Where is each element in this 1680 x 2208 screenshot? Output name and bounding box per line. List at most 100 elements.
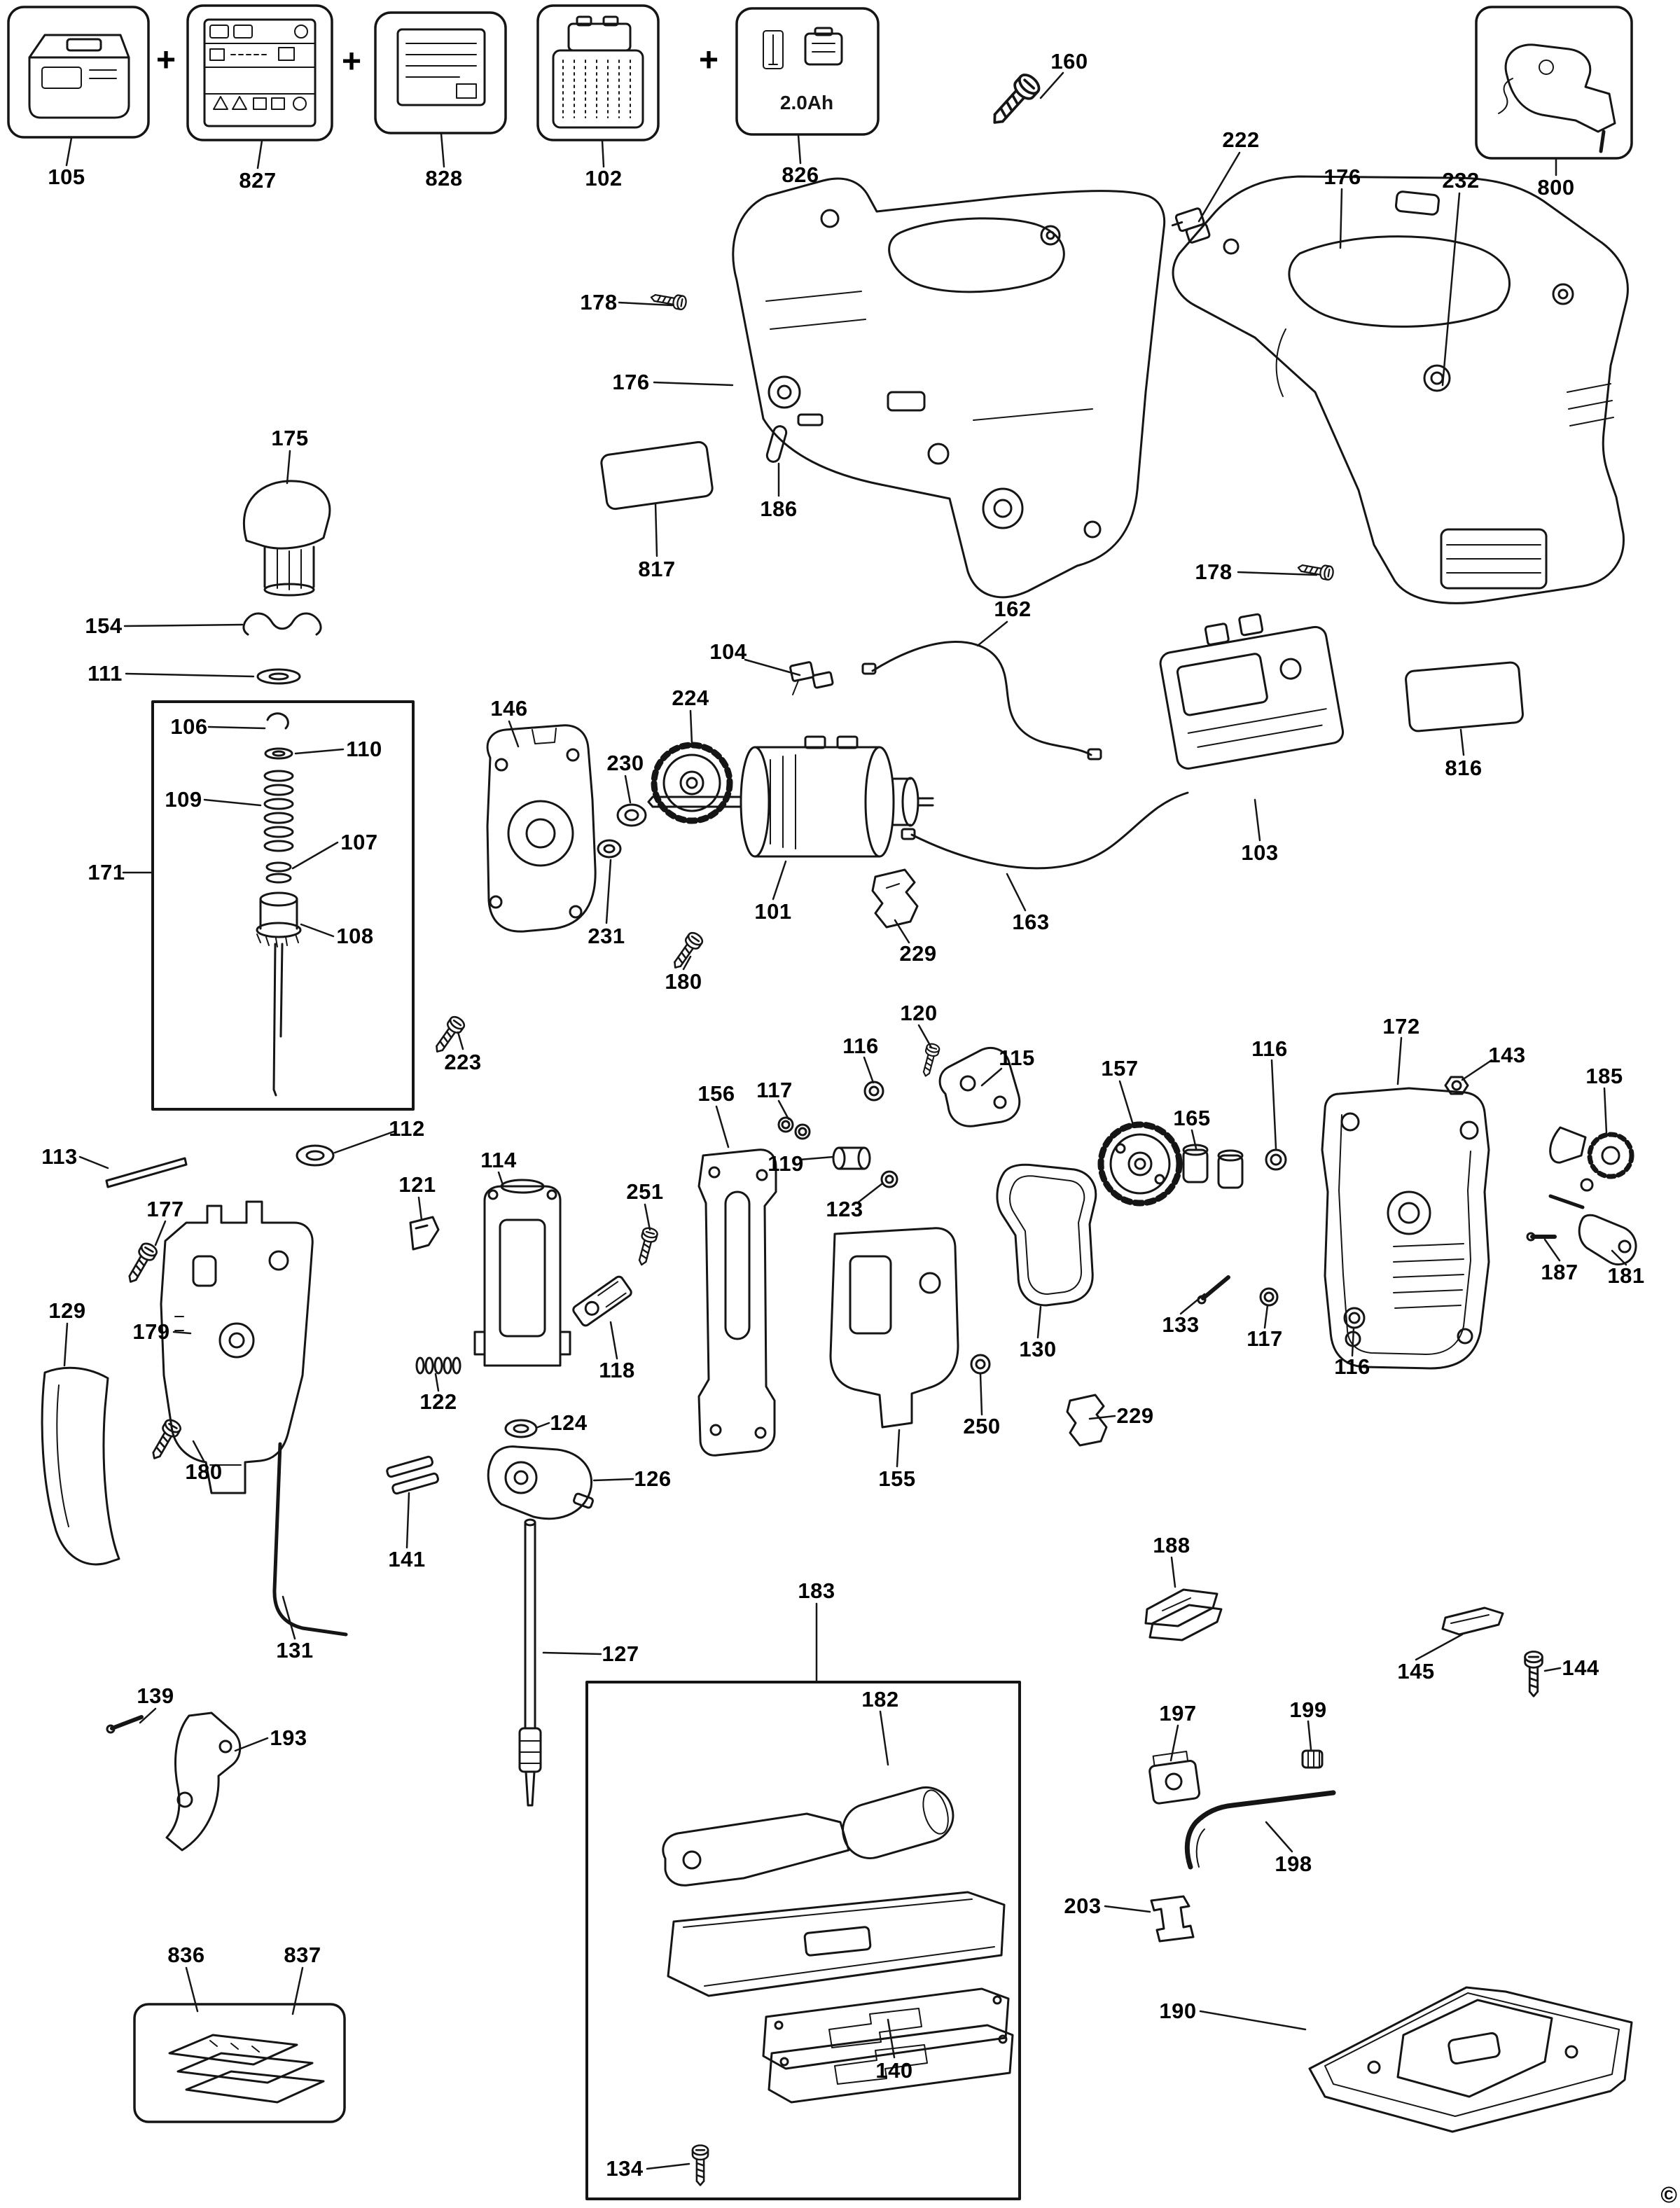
plate-118 — [572, 1275, 632, 1327]
assembly-box-183 — [585, 1681, 1021, 2200]
motor-101 — [647, 735, 934, 858]
charger-105 — [28, 34, 130, 119]
washer-111 — [256, 668, 301, 685]
pin-133 — [1197, 1275, 1230, 1305]
part-label-177: 177 — [146, 1197, 184, 1221]
battery-102 — [552, 15, 644, 129]
housing-left-176 — [732, 177, 1166, 599]
gear-157 — [1097, 1121, 1183, 1207]
spindle-assembly-171-parts — [256, 712, 302, 1097]
inner-housing-172 — [1321, 1087, 1490, 1370]
part-label-110: 110 — [346, 737, 382, 761]
pin-187 — [1526, 1232, 1557, 1242]
part-label-816: 816 — [1445, 756, 1483, 780]
lever-181 — [1578, 1214, 1637, 1265]
part-label-123: 123 — [826, 1197, 863, 1221]
gear-224 — [651, 742, 733, 824]
part-label-229-a: 229 — [899, 941, 937, 966]
pin-113 — [105, 1157, 188, 1188]
part-label-163: 163 — [1012, 910, 1050, 934]
rollers-165 — [1182, 1144, 1244, 1189]
sticker-816 — [1405, 661, 1524, 732]
pin-186 — [765, 425, 788, 463]
plate-115 — [938, 1047, 1021, 1127]
part-label-193: 193 — [270, 1726, 307, 1750]
ring-124 — [504, 1419, 538, 1438]
sticker-817 — [600, 440, 714, 511]
part-label-230: 230 — [606, 751, 644, 775]
part-label-121: 121 — [398, 1172, 436, 1197]
part-label-156: 156 — [697, 1081, 735, 1106]
part-label-126: 126 — [634, 1466, 672, 1491]
part-label-116-a: 116 — [842, 1034, 879, 1058]
part-label-111: 111 — [88, 661, 123, 686]
part-label-172: 172 — [1382, 1014, 1420, 1039]
part-label-120: 120 — [900, 1001, 938, 1025]
part-label-179: 179 — [132, 1319, 170, 1344]
part-label-250: 250 — [963, 1414, 1001, 1438]
kit-box-800 — [1475, 6, 1633, 160]
part-label-134: 134 — [606, 2156, 644, 2181]
blade-clamp-188 — [1144, 1588, 1223, 1641]
part-label-101: 101 — [754, 899, 792, 924]
part-label-837: 837 — [284, 1943, 321, 1967]
counterweight-156 — [697, 1148, 777, 1457]
part-label-155: 155 — [878, 1466, 916, 1491]
part-label-180-b: 180 — [185, 1459, 223, 1484]
clip-145 — [1441, 1606, 1504, 1636]
part-label-175: 175 — [271, 426, 309, 450]
part-label-160: 160 — [1050, 49, 1088, 74]
pin-139 — [106, 1715, 144, 1734]
bearing-112 — [296, 1144, 335, 1167]
part-label-828: 828 — [425, 166, 463, 190]
part-label-146: 146 — [490, 696, 528, 721]
plus-sign: + — [698, 41, 719, 79]
part-label-127: 127 — [602, 1641, 639, 1666]
roller-116-c — [1343, 1307, 1366, 1329]
part-label-224: 224 — [672, 686, 709, 710]
wire-162 — [861, 641, 1102, 761]
part-label-106: 106 — [170, 714, 208, 739]
bearing-119 — [832, 1146, 871, 1170]
part-label-112: 112 — [389, 1116, 425, 1141]
roller-116-a — [863, 1081, 884, 1102]
kit-box-827 — [186, 4, 333, 141]
part-label-176-left: 176 — [612, 370, 650, 394]
part-label-129: 129 — [48, 1298, 86, 1323]
part-label-186: 186 — [760, 497, 798, 521]
part-label-181: 181 — [1607, 1263, 1645, 1288]
part-label-103: 103 — [1241, 840, 1279, 865]
leader-lines — [63, 71, 1627, 2170]
part-label-826: 826 — [782, 162, 819, 187]
part-label-190: 190 — [1159, 1999, 1197, 2023]
wire-guard-131 — [272, 1442, 348, 1637]
ring-231 — [597, 839, 622, 859]
field-terminal-104 — [789, 661, 834, 695]
wire-163 — [901, 791, 1189, 870]
part-label-165: 165 — [1173, 1106, 1211, 1130]
part-label-827: 827 — [239, 168, 277, 193]
part-label-198: 198 — [1275, 1852, 1312, 1876]
part-label-102: 102 — [585, 166, 623, 190]
cover-129 — [41, 1366, 120, 1566]
part-label-117-b: 117 — [1247, 1326, 1283, 1351]
lever-193 — [165, 1711, 242, 1852]
switch-module-103 — [1159, 613, 1345, 770]
part-label-140: 140 — [875, 2058, 913, 2083]
terminal-222 — [1171, 207, 1211, 244]
part-label-139: 139 — [137, 1683, 174, 1708]
clip-141 — [386, 1455, 439, 1495]
rod-198 — [1184, 1790, 1336, 1870]
part-label-176-right: 176 — [1324, 165, 1361, 189]
part-label-114: 114 — [480, 1148, 517, 1172]
part-label-182: 182 — [861, 1687, 899, 1711]
gasket-130 — [996, 1163, 1097, 1307]
plunger-housing-179 — [160, 1200, 314, 1494]
spring-122 — [415, 1356, 461, 1375]
part-label-108: 108 — [336, 924, 374, 948]
clip-154 — [242, 612, 322, 636]
kit-box-105 — [7, 6, 150, 139]
part-label-116-b: 116 — [1251, 1036, 1288, 1061]
plunger-rod-127 — [518, 1518, 542, 1807]
